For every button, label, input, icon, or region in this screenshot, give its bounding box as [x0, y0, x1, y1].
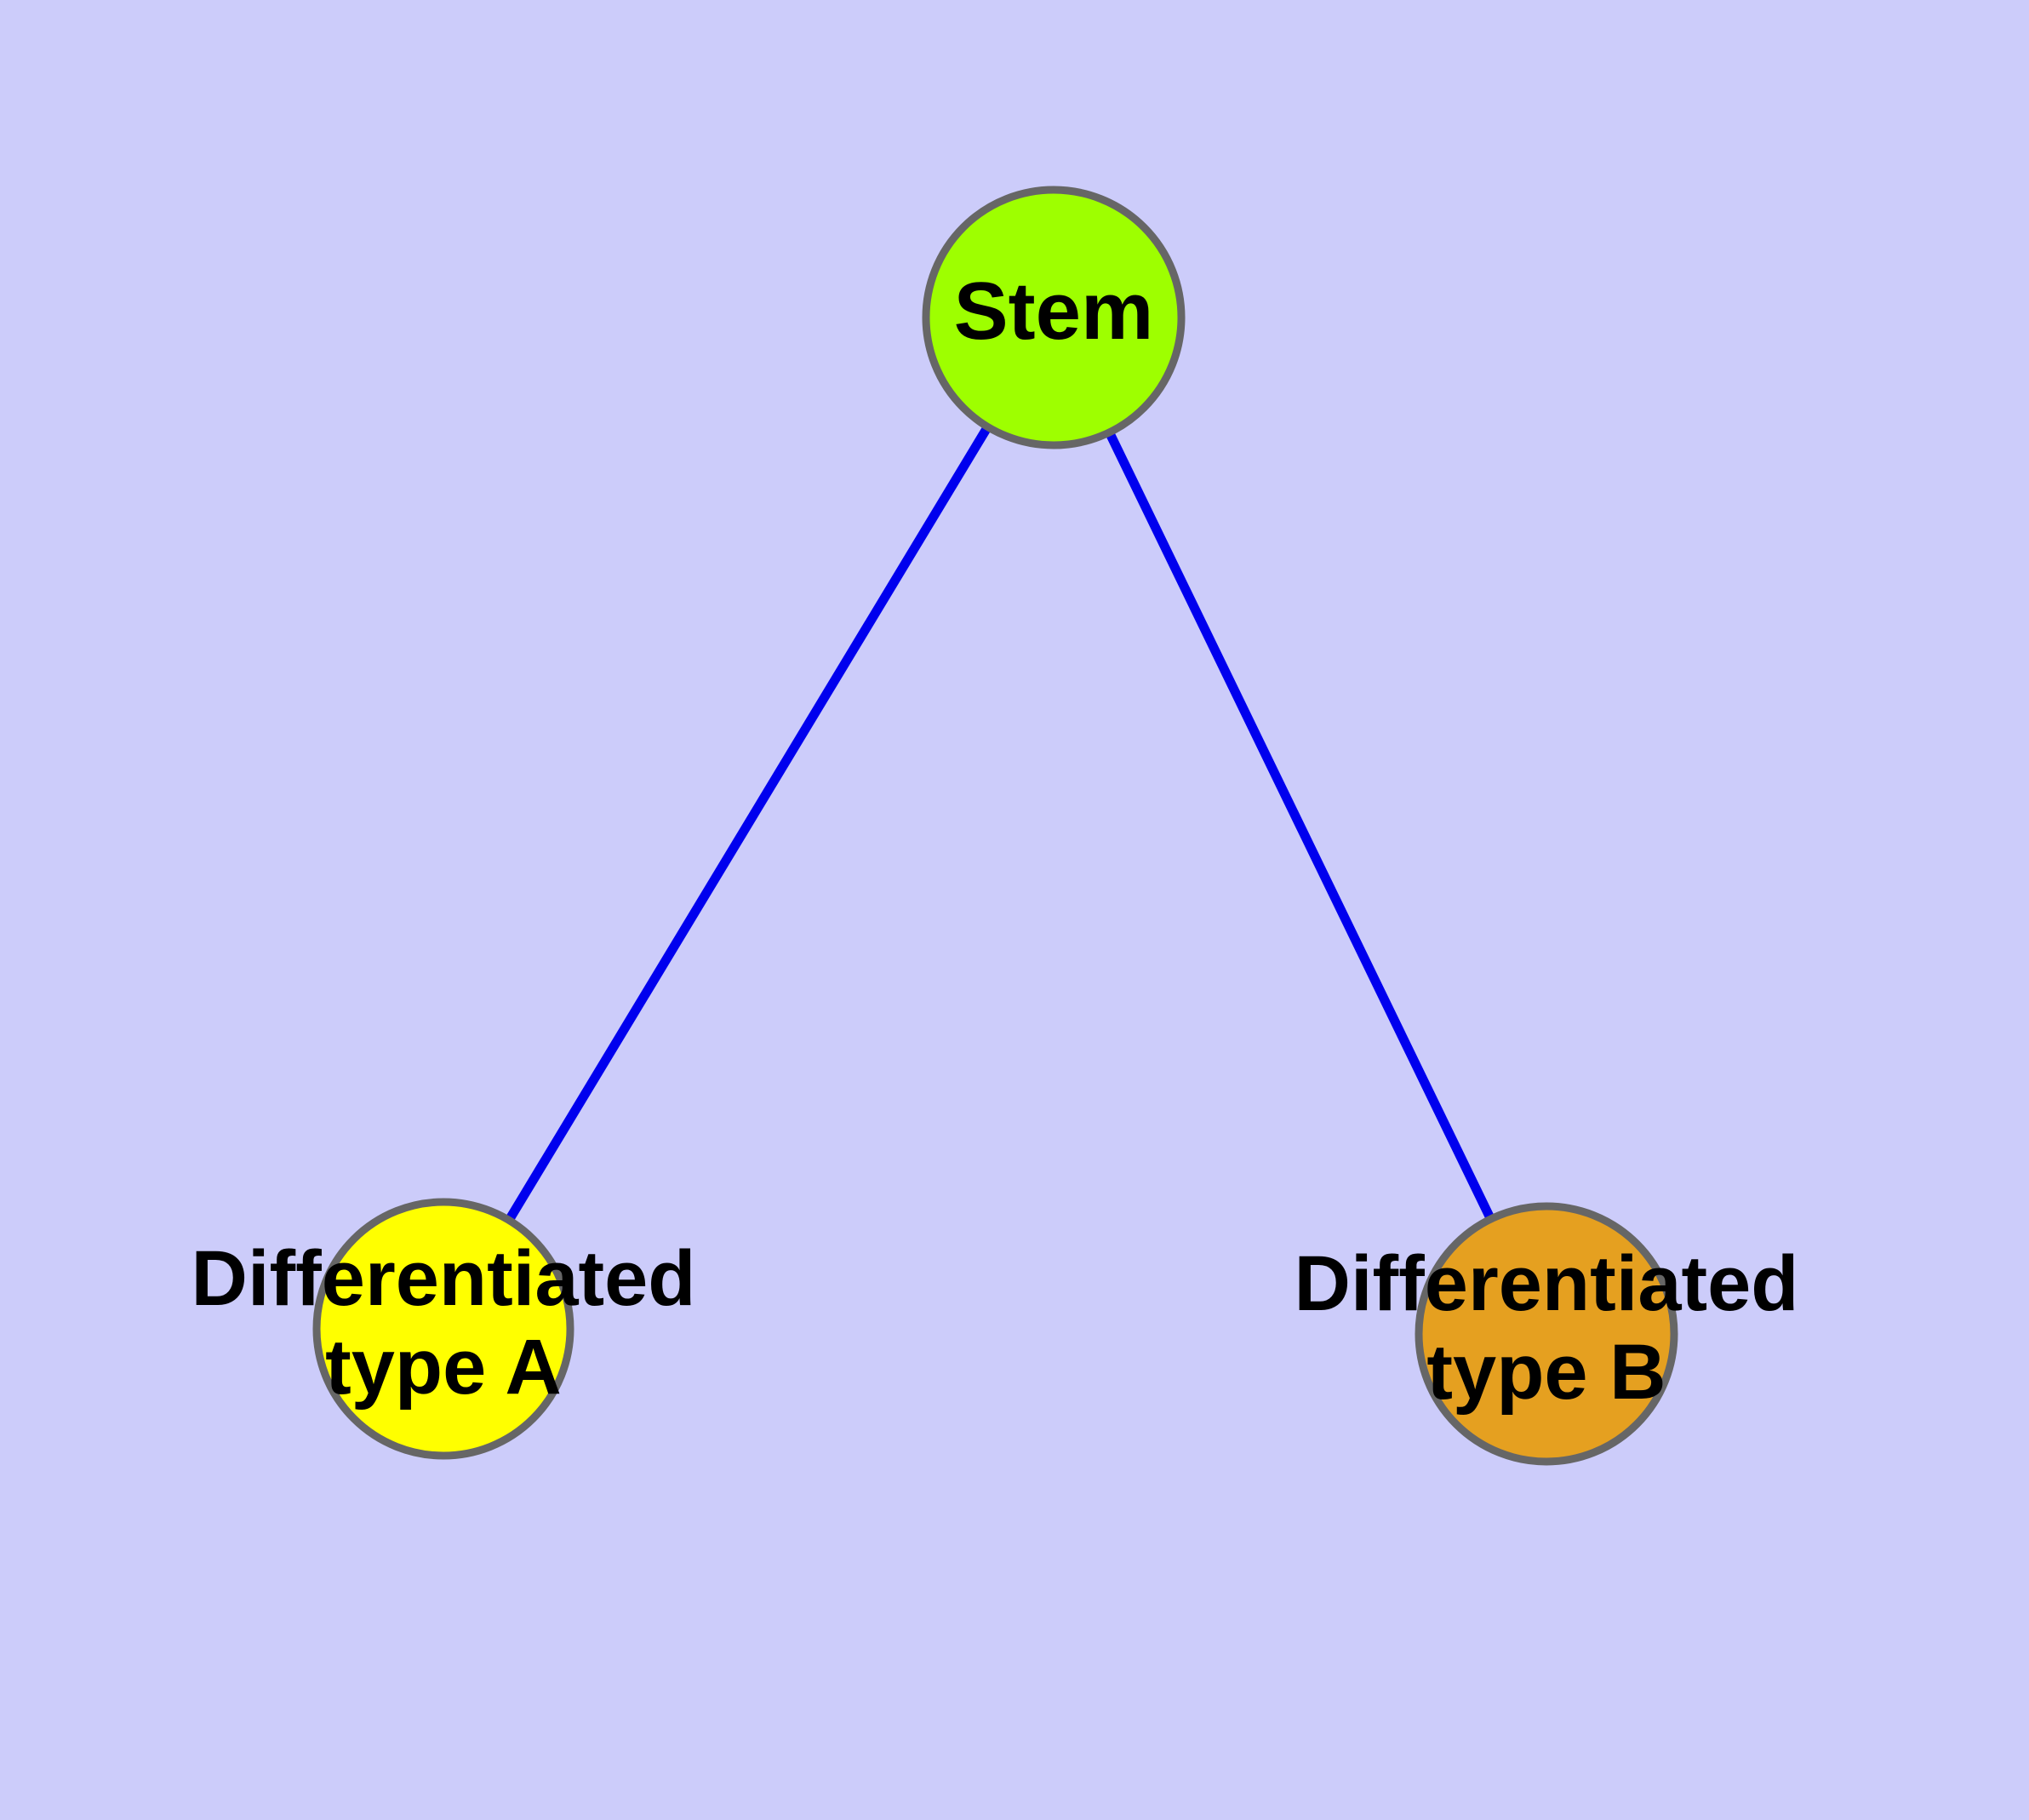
- node-differentiated-type-b-circle[interactable]: [1415, 1202, 1678, 1466]
- edge-layer: [439, 315, 1551, 1336]
- edge-stem-to-differentiated-type-b[interactable]: [1049, 315, 1551, 1336]
- node-stem-circle[interactable]: [922, 186, 1186, 449]
- node-differentiated-type-a-circle[interactable]: [312, 1198, 574, 1460]
- node-stem-label: Stem: [954, 266, 1154, 357]
- edge-stem-to-differentiated-type-a[interactable]: [439, 315, 1058, 1331]
- node-stem[interactable]: Stem: [922, 186, 1186, 449]
